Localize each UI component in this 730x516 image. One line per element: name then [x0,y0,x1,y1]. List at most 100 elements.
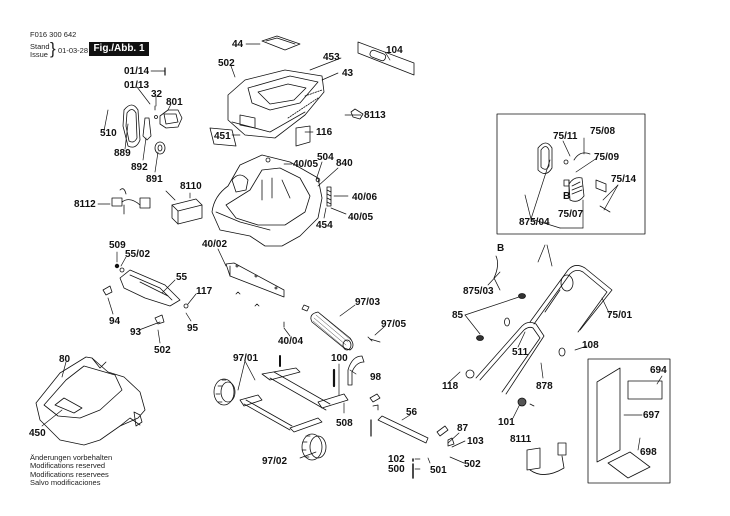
part-8111-charger [526,442,567,475]
callout-694: 694 [650,365,667,376]
callout-100: 100 [331,353,348,364]
issue-label: Issue [30,50,48,59]
callout-94: 94 [109,316,121,327]
part-deck-housing [211,154,323,247]
callout-500: 500 [388,464,405,475]
callout-502: 502 [218,58,235,69]
callout-801: 801 [166,97,183,108]
callout-B-cable: B [497,243,505,254]
part-40-02-bar [225,262,285,328]
part-891-pulley [154,141,166,155]
callout-75-07: 75/07 [558,209,584,220]
part-98-lever [347,355,365,386]
part-80-grass-box [35,356,146,446]
part-8110-battery [165,190,203,225]
callout-511: 511 [512,347,529,358]
callout-44: 44 [232,39,244,50]
part-40-06-spring [326,186,332,207]
callout-454: 454 [316,220,333,231]
part-97-03-roller [301,304,381,351]
callout-104: 104 [386,45,403,56]
callout-450: 450 [29,428,46,439]
callout-75-08: 75/08 [590,126,616,137]
footer-note-fr: Modifications reservees [30,469,109,479]
part-wheel-rear [213,378,236,406]
callout-118: 118 [442,381,459,392]
callout-80: 80 [59,354,71,365]
footer-note-en: Modifications reserved [30,461,106,471]
callout-75-14: 75/14 [611,174,637,185]
callout-501: 501 [430,465,447,476]
callout-502-comb: 502 [154,345,171,356]
callout-98: 98 [370,372,382,383]
callout-40-05-top: 40/05 [293,159,319,170]
part-56-axle [369,393,455,479]
callout-55: 55 [176,272,188,283]
part-451-label [209,127,237,147]
footer-notes: Änderungen vorbehalten Modifications res… [30,453,113,487]
callout-875-04: 875/04 [519,217,550,228]
callout-451: 451 [214,131,231,142]
stand-label: Stand [30,42,50,51]
part-97-02-wheel [301,433,327,461]
callout-8111: 8111 [510,434,532,445]
callout-698: 698 [640,447,657,458]
part-878-lower-handle [475,322,545,395]
callout-116: 116 [316,127,333,138]
callout-102: 102 [388,454,405,465]
part-43-housing-top [227,69,325,139]
part-104-plate [357,41,415,76]
part-8112-switch [111,188,151,215]
callout-01-14: 01/14 [124,66,150,77]
callout-8112: 8112 [74,199,96,210]
callout-56: 56 [406,407,418,418]
callout-108: 108 [582,340,599,351]
detail-box-switch [496,113,646,235]
footer-note-de: Änderungen vorbehalten [30,453,113,462]
callout-117: 117 [196,286,213,297]
callout-75-01: 75/01 [607,310,633,321]
callout-97-01: 97/01 [233,353,259,364]
callout-453: 453 [323,52,340,63]
callout-01-13: 01/13 [124,80,150,91]
callout-840: 840 [336,158,353,169]
callout-697: 697 [643,410,660,421]
documents-box [587,358,671,484]
callout-875-03: 875/03 [463,286,494,297]
callout-95: 95 [187,323,199,334]
part-55-comb [102,263,189,325]
callout-40-02: 40/02 [202,239,228,250]
callout-32: 32 [151,89,163,100]
callout-103: 103 [467,436,484,447]
callout-87: 87 [457,423,469,434]
callout-509: 509 [109,240,126,251]
callout-97-02: 97/02 [262,456,288,467]
callout-B-detail: B [563,191,571,202]
callout-502-axle: 502 [464,459,481,470]
callout-891: 891 [146,174,163,185]
part-892-belt [142,117,152,141]
callout-8113: 8113 [364,110,386,121]
part-801-motor [154,105,183,129]
callout-97-03: 97/03 [355,297,381,308]
callout-510: 510 [100,128,117,139]
part-889-belt-cover [122,104,141,148]
callout-508: 508 [336,418,353,429]
callout-101: 101 [498,417,515,428]
callout-75-09: 75/09 [594,152,620,163]
callout-93: 93 [130,327,142,338]
callout-55-02: 55/02 [125,249,151,260]
callout-8110: 8110 [180,181,202,192]
callout-40-05-bottom: 40/05 [348,212,374,223]
part-75-01-handle [529,265,613,333]
part-116-filter [295,125,311,147]
issue-date: 01-03-28 [58,46,89,55]
part-97-01-chassis [239,355,349,433]
brace-symbol: } [50,39,56,58]
callout-75-11: 75/11 [553,131,578,142]
callout-892: 892 [131,162,148,173]
footer-note-es: Salvo modificaciones [30,477,101,487]
callout-889: 889 [114,148,131,159]
part-8113-knob [350,108,364,120]
